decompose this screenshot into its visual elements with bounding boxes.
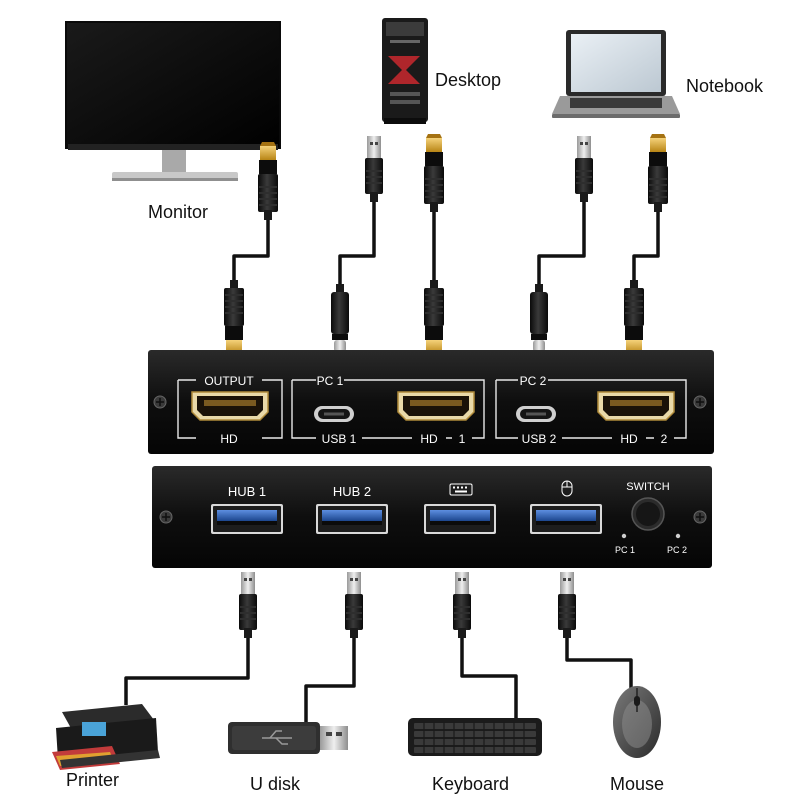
pc1-hdmi-plug <box>424 280 444 358</box>
pc2-label: PC 2 <box>520 374 547 388</box>
pc2-usb-label: USB 2 <box>522 432 557 446</box>
led-pc1-label: PC 1 <box>615 545 635 555</box>
pc2-led <box>675 533 681 539</box>
notebook-usb-plug <box>575 136 593 202</box>
keyboard-device <box>408 718 542 756</box>
screw-icon <box>693 395 707 409</box>
keyboard-usb-plug <box>453 572 471 638</box>
output-hdmi-plug <box>224 280 244 358</box>
pc1-hd-label: HD <box>420 432 438 446</box>
notebook-device <box>552 30 680 118</box>
pc1-usb-label: USB 1 <box>322 432 357 446</box>
monitor-hdmi-plug <box>258 142 278 220</box>
printer-usb-plug <box>239 572 257 638</box>
mouse-usb-port[interactable] <box>530 504 602 534</box>
cable-monitor <box>232 205 270 292</box>
mouse-device <box>613 686 661 758</box>
pc1-hd-number: 1 <box>459 432 466 446</box>
pc2-hd-label: HD <box>620 432 638 446</box>
kvm-bottom-panel: HUB 1 HUB 2 SWITCH PC 1 PC 2 <box>152 466 712 568</box>
pc2-hdmi-port[interactable] <box>597 391 675 421</box>
pc1-usbc-port[interactable] <box>314 406 354 422</box>
cable-mouse <box>565 635 633 688</box>
pc1-hdmi-port[interactable] <box>397 391 475 421</box>
pc1-label: PC 1 <box>317 374 344 388</box>
hub2-label: HUB 2 <box>333 484 371 499</box>
desktop-hdmi-plug <box>424 134 444 212</box>
monitor-label: Monitor <box>148 202 209 222</box>
printer-device <box>52 704 160 770</box>
pc1-usbc-plug <box>331 284 349 352</box>
screw-icon <box>159 510 173 524</box>
led-pc2-label: PC 2 <box>667 545 687 555</box>
switch-label: SWITCH <box>626 481 669 493</box>
mouse-icon <box>561 480 573 497</box>
usb-symbol-icon <box>262 730 292 745</box>
mouse-label: Mouse <box>610 774 665 794</box>
hub1-usb-port[interactable] <box>211 504 283 534</box>
cable-notebook-hdmi <box>632 195 660 292</box>
pc2-hdmi-plug <box>624 280 644 358</box>
udisk-usb-plug <box>345 572 363 638</box>
udisk-label: U disk <box>250 774 301 794</box>
desktop-label: Desktop <box>435 70 502 90</box>
cable-udisk <box>304 635 356 725</box>
pc2-hd-number: 2 <box>661 432 668 446</box>
udisk-device <box>228 722 348 754</box>
keyboard-usb-port[interactable] <box>424 504 496 534</box>
output-label: OUTPUT <box>204 374 254 388</box>
notebook-label: Notebook <box>686 76 764 96</box>
notebook-hdmi-plug <box>648 134 668 212</box>
printer-label: Printer <box>66 770 120 790</box>
monitor-device <box>65 21 281 181</box>
keyboard-label: Keyboard <box>432 774 510 794</box>
kvm-top-panel: OUTPUT HD PC 1 USB 1 HD 1 PC 2 USB 2 HD … <box>148 350 714 454</box>
pc2-usbc-port[interactable] <box>516 406 556 422</box>
keyboard-icon <box>449 483 473 496</box>
switch-button[interactable] <box>631 497 665 531</box>
screw-icon <box>153 395 167 409</box>
cable-desktop-usb <box>338 195 376 292</box>
hub1-label: HUB 1 <box>228 484 266 499</box>
cables <box>124 195 660 725</box>
mouse-usb-plug <box>558 572 576 638</box>
screw-icon <box>693 510 707 524</box>
pc2-usbc-plug <box>530 284 548 352</box>
output-hd-label: HD <box>220 432 238 446</box>
output-hdmi-port[interactable] <box>191 391 269 421</box>
cable-notebook-usb <box>537 195 586 292</box>
cable-printer <box>124 635 250 705</box>
desktop-usb-plug <box>365 136 383 202</box>
pc1-led <box>621 533 627 539</box>
desktop-device <box>382 18 428 124</box>
cable-keyboard <box>460 635 518 720</box>
hub2-usb-port[interactable] <box>316 504 388 534</box>
